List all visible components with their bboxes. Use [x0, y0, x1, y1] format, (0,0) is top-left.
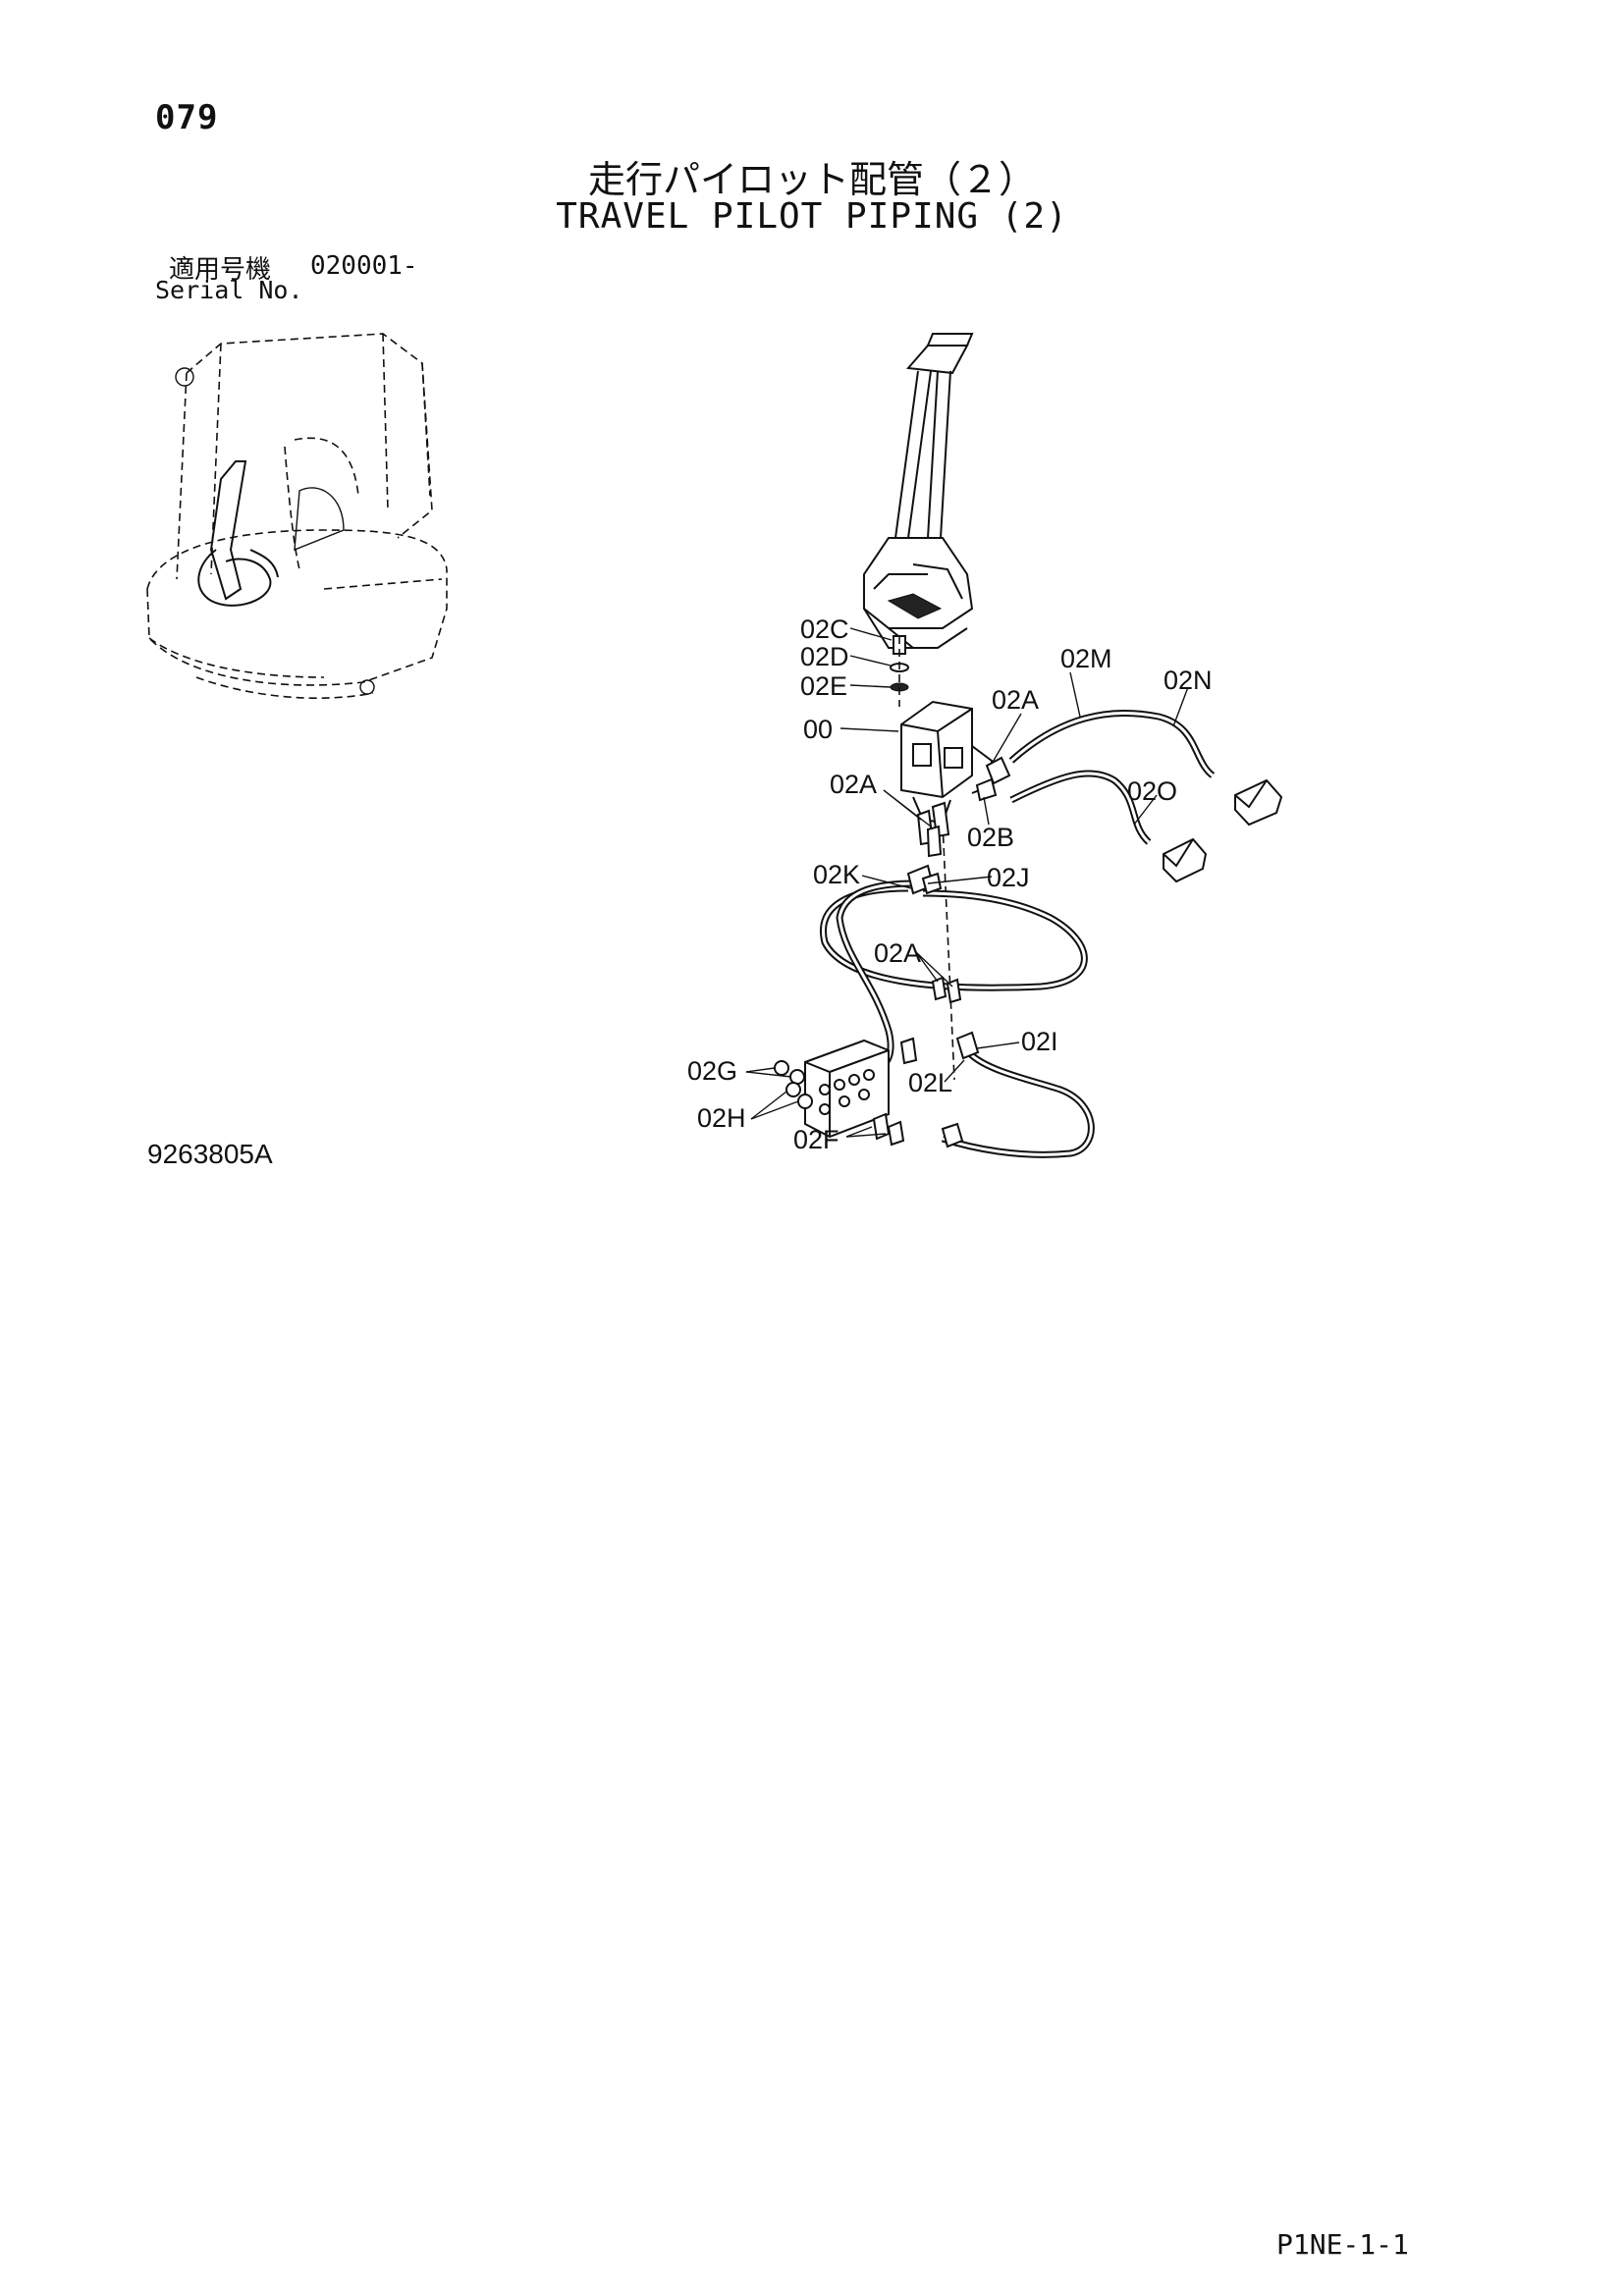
callout-02N: 02N — [1164, 666, 1213, 695]
page-title-english: TRAVEL PILOT PIPING (2) — [556, 196, 1068, 237]
callout-02E: 02E — [800, 671, 847, 701]
callout-02B: 02B — [967, 823, 1014, 852]
control-valve-block — [774, 1037, 918, 1147]
callout-02G: 02G — [687, 1056, 737, 1086]
callout-02J: 02J — [987, 863, 1030, 892]
callout-02M: 02M — [1060, 644, 1112, 673]
callout-02A-left: 02A — [830, 770, 877, 799]
page-title-japanese: 走行パイロット配管（２） — [587, 158, 1036, 201]
callout-02A-top: 02A — [992, 685, 1039, 715]
assembly-axis — [942, 822, 955, 1081]
callout-02K: 02K — [813, 860, 860, 889]
callout-02L: 02L — [908, 1068, 952, 1097]
serial-number-value: 020001- — [310, 251, 418, 281]
serial-label-japanese: 適用号機 — [169, 255, 272, 285]
callout-02O: 02O — [1127, 776, 1177, 806]
callout-leader-lines — [745, 627, 1189, 1138]
callout-00: 00 — [803, 715, 833, 744]
pilot-valve — [900, 700, 993, 825]
callout-02D: 02D — [800, 642, 849, 671]
callout-02I: 02I — [1021, 1027, 1058, 1056]
page-number: 079 — [155, 98, 219, 137]
callout-02A-mid: 02A — [874, 938, 921, 968]
elbow-fittings — [916, 756, 1011, 858]
callout-02H: 02H — [697, 1103, 746, 1133]
location-overview-illustration — [146, 333, 448, 699]
travel-lever-pedal — [863, 333, 974, 649]
callout-02C: 02C — [800, 614, 849, 644]
drawing-number: 9263805A — [147, 1139, 273, 1169]
callout-02F: 02F — [793, 1125, 839, 1154]
lower-hose-loops — [820, 864, 1095, 1158]
page-reference: P1NE-1-1 — [1276, 2228, 1409, 2261]
serial-label-english: Serial No. — [155, 276, 303, 304]
pedal-hoses — [1008, 709, 1283, 883]
